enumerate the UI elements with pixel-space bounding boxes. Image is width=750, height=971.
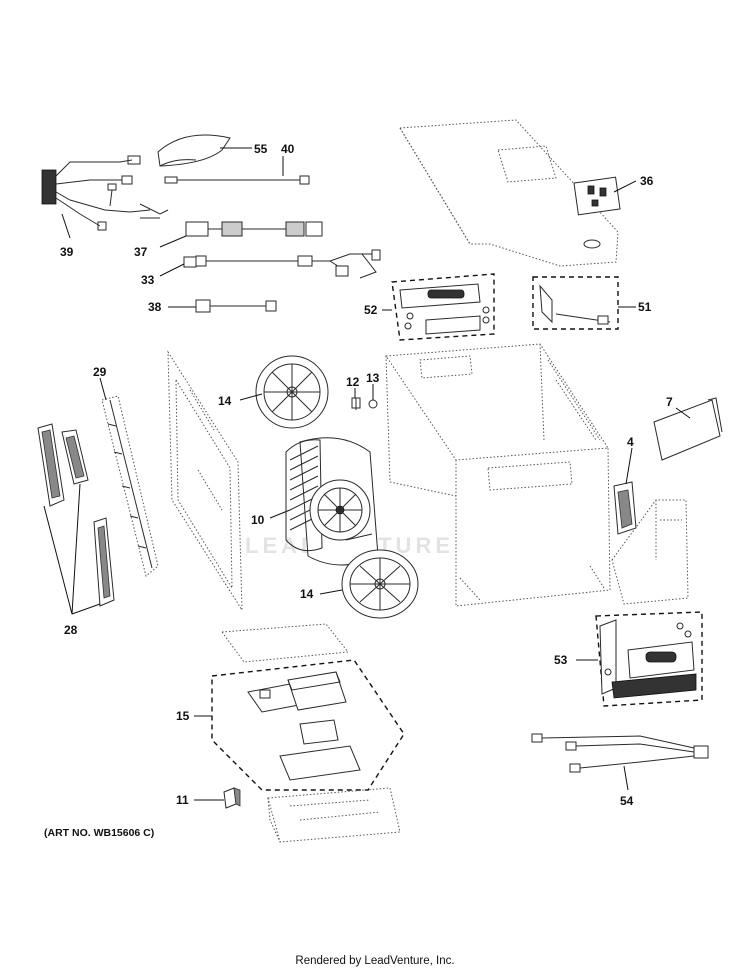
leader-33	[159, 263, 185, 277]
part-control-plate	[221, 623, 349, 663]
part-51-group-box[interactable]	[532, 276, 619, 330]
part-4-bracket[interactable]	[613, 481, 637, 535]
callout-13[interactable]: 13	[366, 371, 380, 385]
leader-54	[623, 765, 629, 791]
callout-33[interactable]: 33	[141, 273, 155, 287]
leader-36	[613, 180, 637, 193]
callout-14b[interactable]: 14	[300, 587, 314, 601]
part-28-grease-filters[interactable]	[37, 423, 115, 607]
callout-4[interactable]: 4	[627, 435, 634, 449]
callout-55[interactable]: 55	[254, 142, 268, 156]
part-51-sensor[interactable]	[539, 284, 611, 325]
art-number: (ART NO. WB15606 C)	[44, 827, 155, 839]
part-38-cable[interactable]	[195, 299, 277, 313]
part-13-washer[interactable]	[368, 399, 378, 409]
part-15-group-box[interactable]	[211, 659, 405, 791]
callout-10[interactable]: 10	[251, 513, 265, 527]
callout-28[interactable]: 28	[64, 623, 78, 637]
leader-14a	[239, 393, 263, 401]
part-side-panel	[167, 350, 243, 612]
part-53-control-assembly[interactable]	[599, 619, 697, 699]
callout-37[interactable]: 37	[134, 245, 148, 259]
callout-39[interactable]: 39	[60, 245, 74, 259]
part-36-bottom-plate[interactable]	[399, 119, 621, 267]
part-14-upper-ring[interactable]	[255, 355, 329, 429]
part-52-assembly[interactable]	[399, 283, 490, 335]
callout-51[interactable]: 51	[638, 300, 652, 314]
leader-14b	[319, 589, 343, 595]
footer-credit: Rendered by LeadVenture, Inc.	[295, 955, 455, 967]
part-bottom-tray	[267, 787, 401, 843]
callout-52[interactable]: 52	[364, 303, 378, 317]
callout-40[interactable]: 40	[281, 142, 295, 156]
part-39-harness[interactable]	[41, 155, 169, 231]
leader-39	[61, 213, 71, 239]
callout-38[interactable]: 38	[148, 300, 162, 314]
callout-11[interactable]: 11	[176, 793, 189, 807]
callout-12[interactable]: 12	[346, 375, 360, 389]
leader-37	[159, 235, 187, 248]
callout-53[interactable]: 53	[554, 653, 568, 667]
leader-29	[99, 377, 107, 401]
part-11-block[interactable]	[223, 787, 241, 809]
callout-14a[interactable]: 14	[218, 394, 232, 408]
part-12-screw[interactable]	[351, 397, 361, 410]
callout-7[interactable]: 7	[666, 395, 673, 409]
leader-7	[675, 407, 691, 419]
part-40-cable[interactable]	[164, 175, 310, 185]
leader-10	[269, 509, 291, 519]
part-55-sheet[interactable]	[157, 134, 231, 167]
part-33-harness[interactable]	[183, 249, 381, 279]
part-29-filter[interactable]	[101, 395, 159, 577]
part-right-bracket	[611, 499, 689, 605]
callout-36[interactable]: 36	[640, 174, 654, 188]
callout-15[interactable]: 15	[176, 709, 190, 723]
callout-54[interactable]: 54	[620, 794, 634, 808]
part-54-harness[interactable]	[531, 733, 709, 773]
callout-29[interactable]: 29	[93, 365, 107, 379]
part-52-group-box[interactable]	[391, 273, 495, 341]
part-15-control-board[interactable]	[247, 671, 361, 781]
part-37-harness[interactable]	[185, 221, 323, 237]
leader-4	[625, 447, 633, 485]
part-10-blower[interactable]	[285, 437, 379, 566]
part-14-lower-ring[interactable]	[341, 549, 419, 619]
part-7-panel[interactable]	[653, 397, 723, 461]
leader-28	[43, 483, 101, 615]
part-main-housing	[385, 343, 611, 607]
